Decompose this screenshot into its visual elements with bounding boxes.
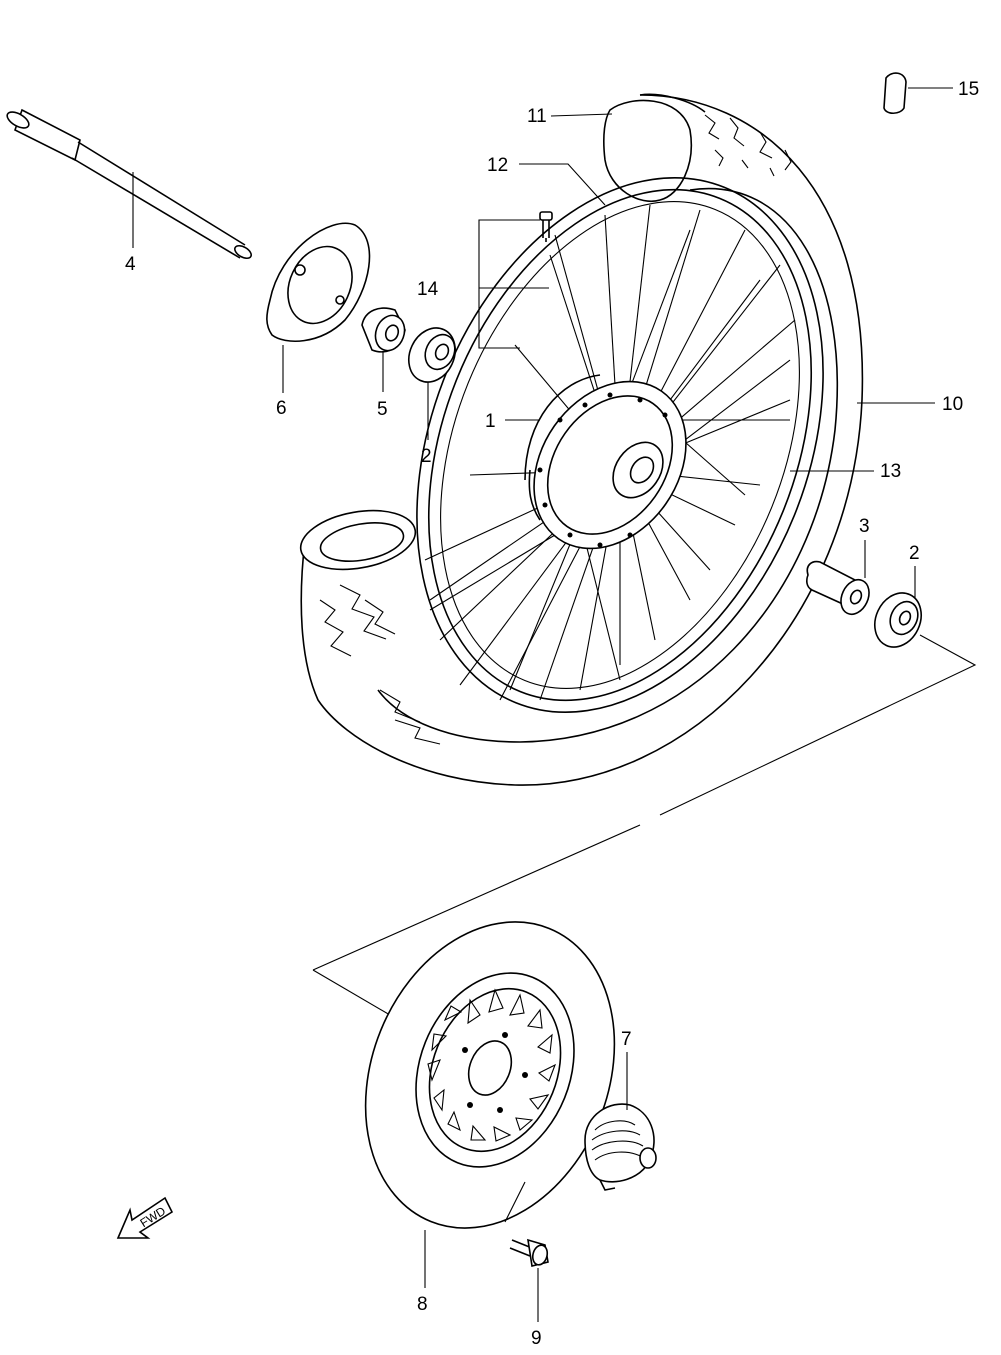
balancer-drawing (883, 72, 907, 115)
speedometer-gearbox-drawing (584, 1103, 657, 1191)
part-label-7: 7 (621, 1029, 632, 1050)
rim-and-spokes-drawing (416, 176, 824, 714)
part-label-15: 15 (958, 79, 979, 100)
leader-lines (132, 87, 953, 1322)
part-label-2-upper: 2 (421, 446, 432, 467)
part-label-13: 13 (880, 461, 901, 482)
part-label-1: 1 (485, 411, 496, 432)
part-label-14: 14 (417, 279, 439, 300)
part-label-6: 6 (276, 398, 287, 419)
forward-direction-arrow: FWD (116, 1196, 174, 1239)
part-label-11: 11 (527, 106, 547, 127)
part-label-4: 4 (125, 254, 136, 275)
bearing-right-drawing (874, 592, 922, 648)
tire-drawing (299, 93, 864, 786)
spacer-drawing (361, 307, 406, 353)
brake-disc-drawing (364, 921, 616, 1229)
part-label-12: 12 (487, 155, 508, 176)
valve-drawing (539, 211, 553, 242)
part-label-5: 5 (377, 399, 388, 420)
bearing-upper-drawing (408, 327, 456, 383)
part-label-2-right: 2 (909, 543, 920, 564)
part-label-9: 9 (531, 1328, 542, 1349)
part-label-3: 3 (859, 516, 870, 537)
axle-drawing (6, 108, 252, 260)
brake-plate-drawing (266, 222, 371, 343)
part-label-8: 8 (417, 1294, 428, 1315)
part-label-10: 10 (942, 394, 963, 415)
part-number-labels: 1 2 2 3 4 5 6 7 8 9 10 11 12 13 14 15 (125, 79, 979, 1349)
spacer-right-drawing (806, 560, 870, 616)
disc-bolt-drawing (509, 1238, 549, 1267)
assembly-center-lines (312, 634, 977, 1016)
